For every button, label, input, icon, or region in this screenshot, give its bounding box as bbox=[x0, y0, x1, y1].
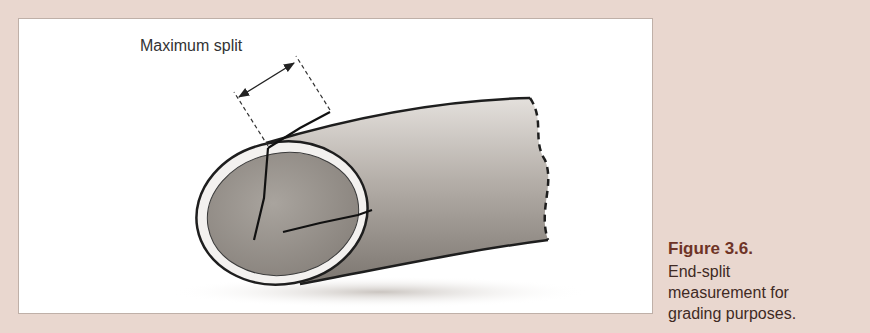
figure-panel bbox=[19, 19, 653, 314]
extension-line bbox=[296, 56, 330, 110]
figure-number: Figure 3.6. bbox=[668, 238, 753, 260]
dimension-label: Maximum split bbox=[140, 36, 242, 57]
bark-ring bbox=[185, 128, 379, 298]
extension-line bbox=[234, 92, 268, 146]
end-split bbox=[283, 210, 372, 232]
ground-shadow bbox=[170, 276, 590, 308]
wood-face bbox=[198, 141, 369, 288]
log-outline bbox=[266, 98, 530, 143]
figure-caption: End-split measurement for grading purpos… bbox=[668, 262, 818, 324]
break-line bbox=[530, 98, 548, 240]
dimension-line bbox=[239, 63, 294, 97]
end-split bbox=[254, 148, 268, 240]
end-split bbox=[268, 112, 330, 148]
